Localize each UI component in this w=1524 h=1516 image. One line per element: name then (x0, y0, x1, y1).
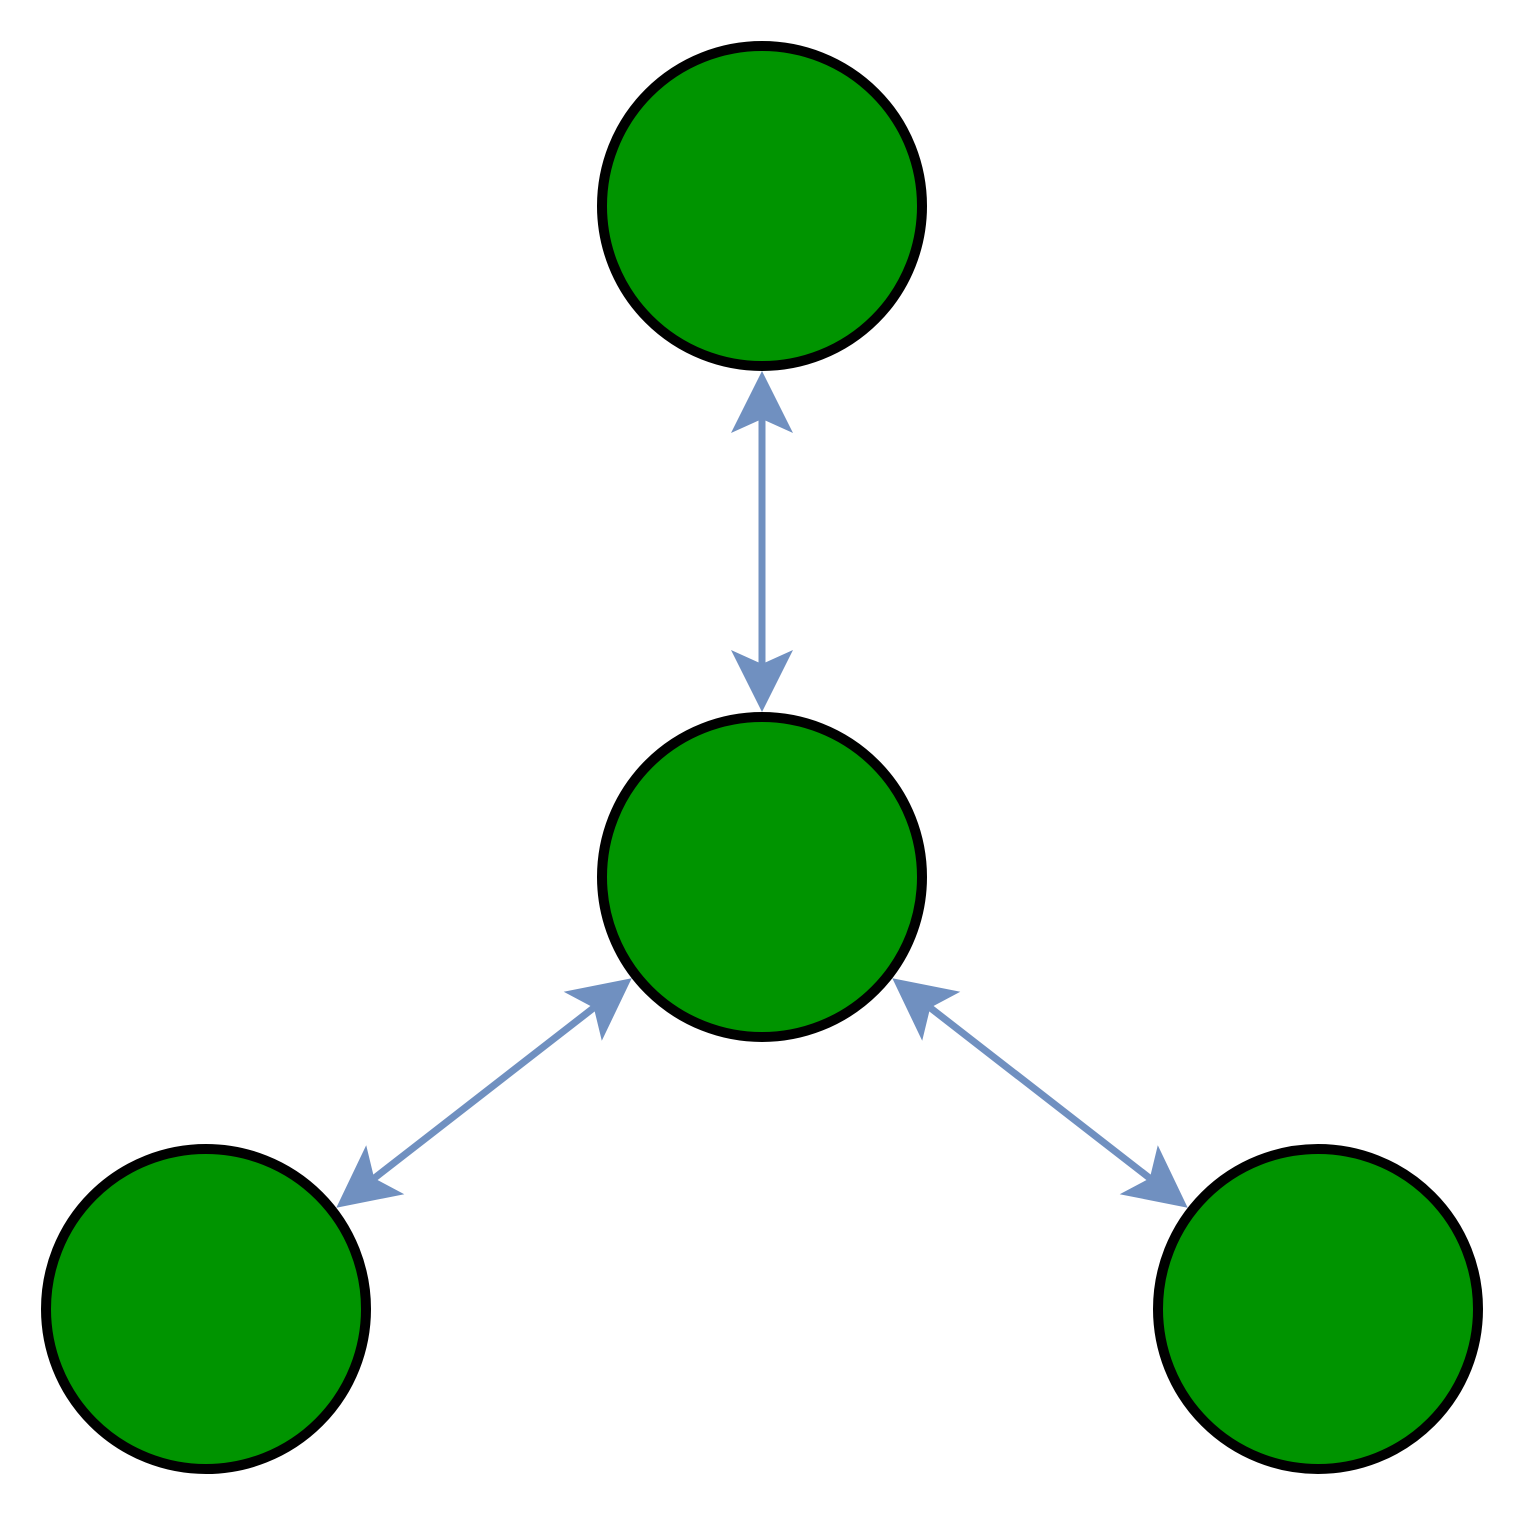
nodes-layer (41, 41, 1483, 1474)
edges-layer (336, 371, 1188, 1208)
arrowhead-bottom-left (336, 1145, 405, 1208)
edge-center-bottom-right (892, 978, 1188, 1208)
edge-center-top (731, 371, 793, 712)
node-center (597, 712, 927, 1042)
node-bottom-left (41, 1144, 371, 1474)
arrowhead-center (731, 650, 793, 712)
arrowhead-center (563, 978, 632, 1041)
edge-line (370, 1003, 598, 1183)
node-top (597, 41, 927, 371)
arrowhead-top (731, 371, 793, 433)
arrowhead-bottom-right (1119, 1145, 1188, 1208)
arrowhead-center (892, 978, 961, 1041)
edge-line (926, 1003, 1154, 1183)
node-bottom-right (1153, 1144, 1483, 1474)
edge-center-bottom-left (336, 978, 632, 1208)
